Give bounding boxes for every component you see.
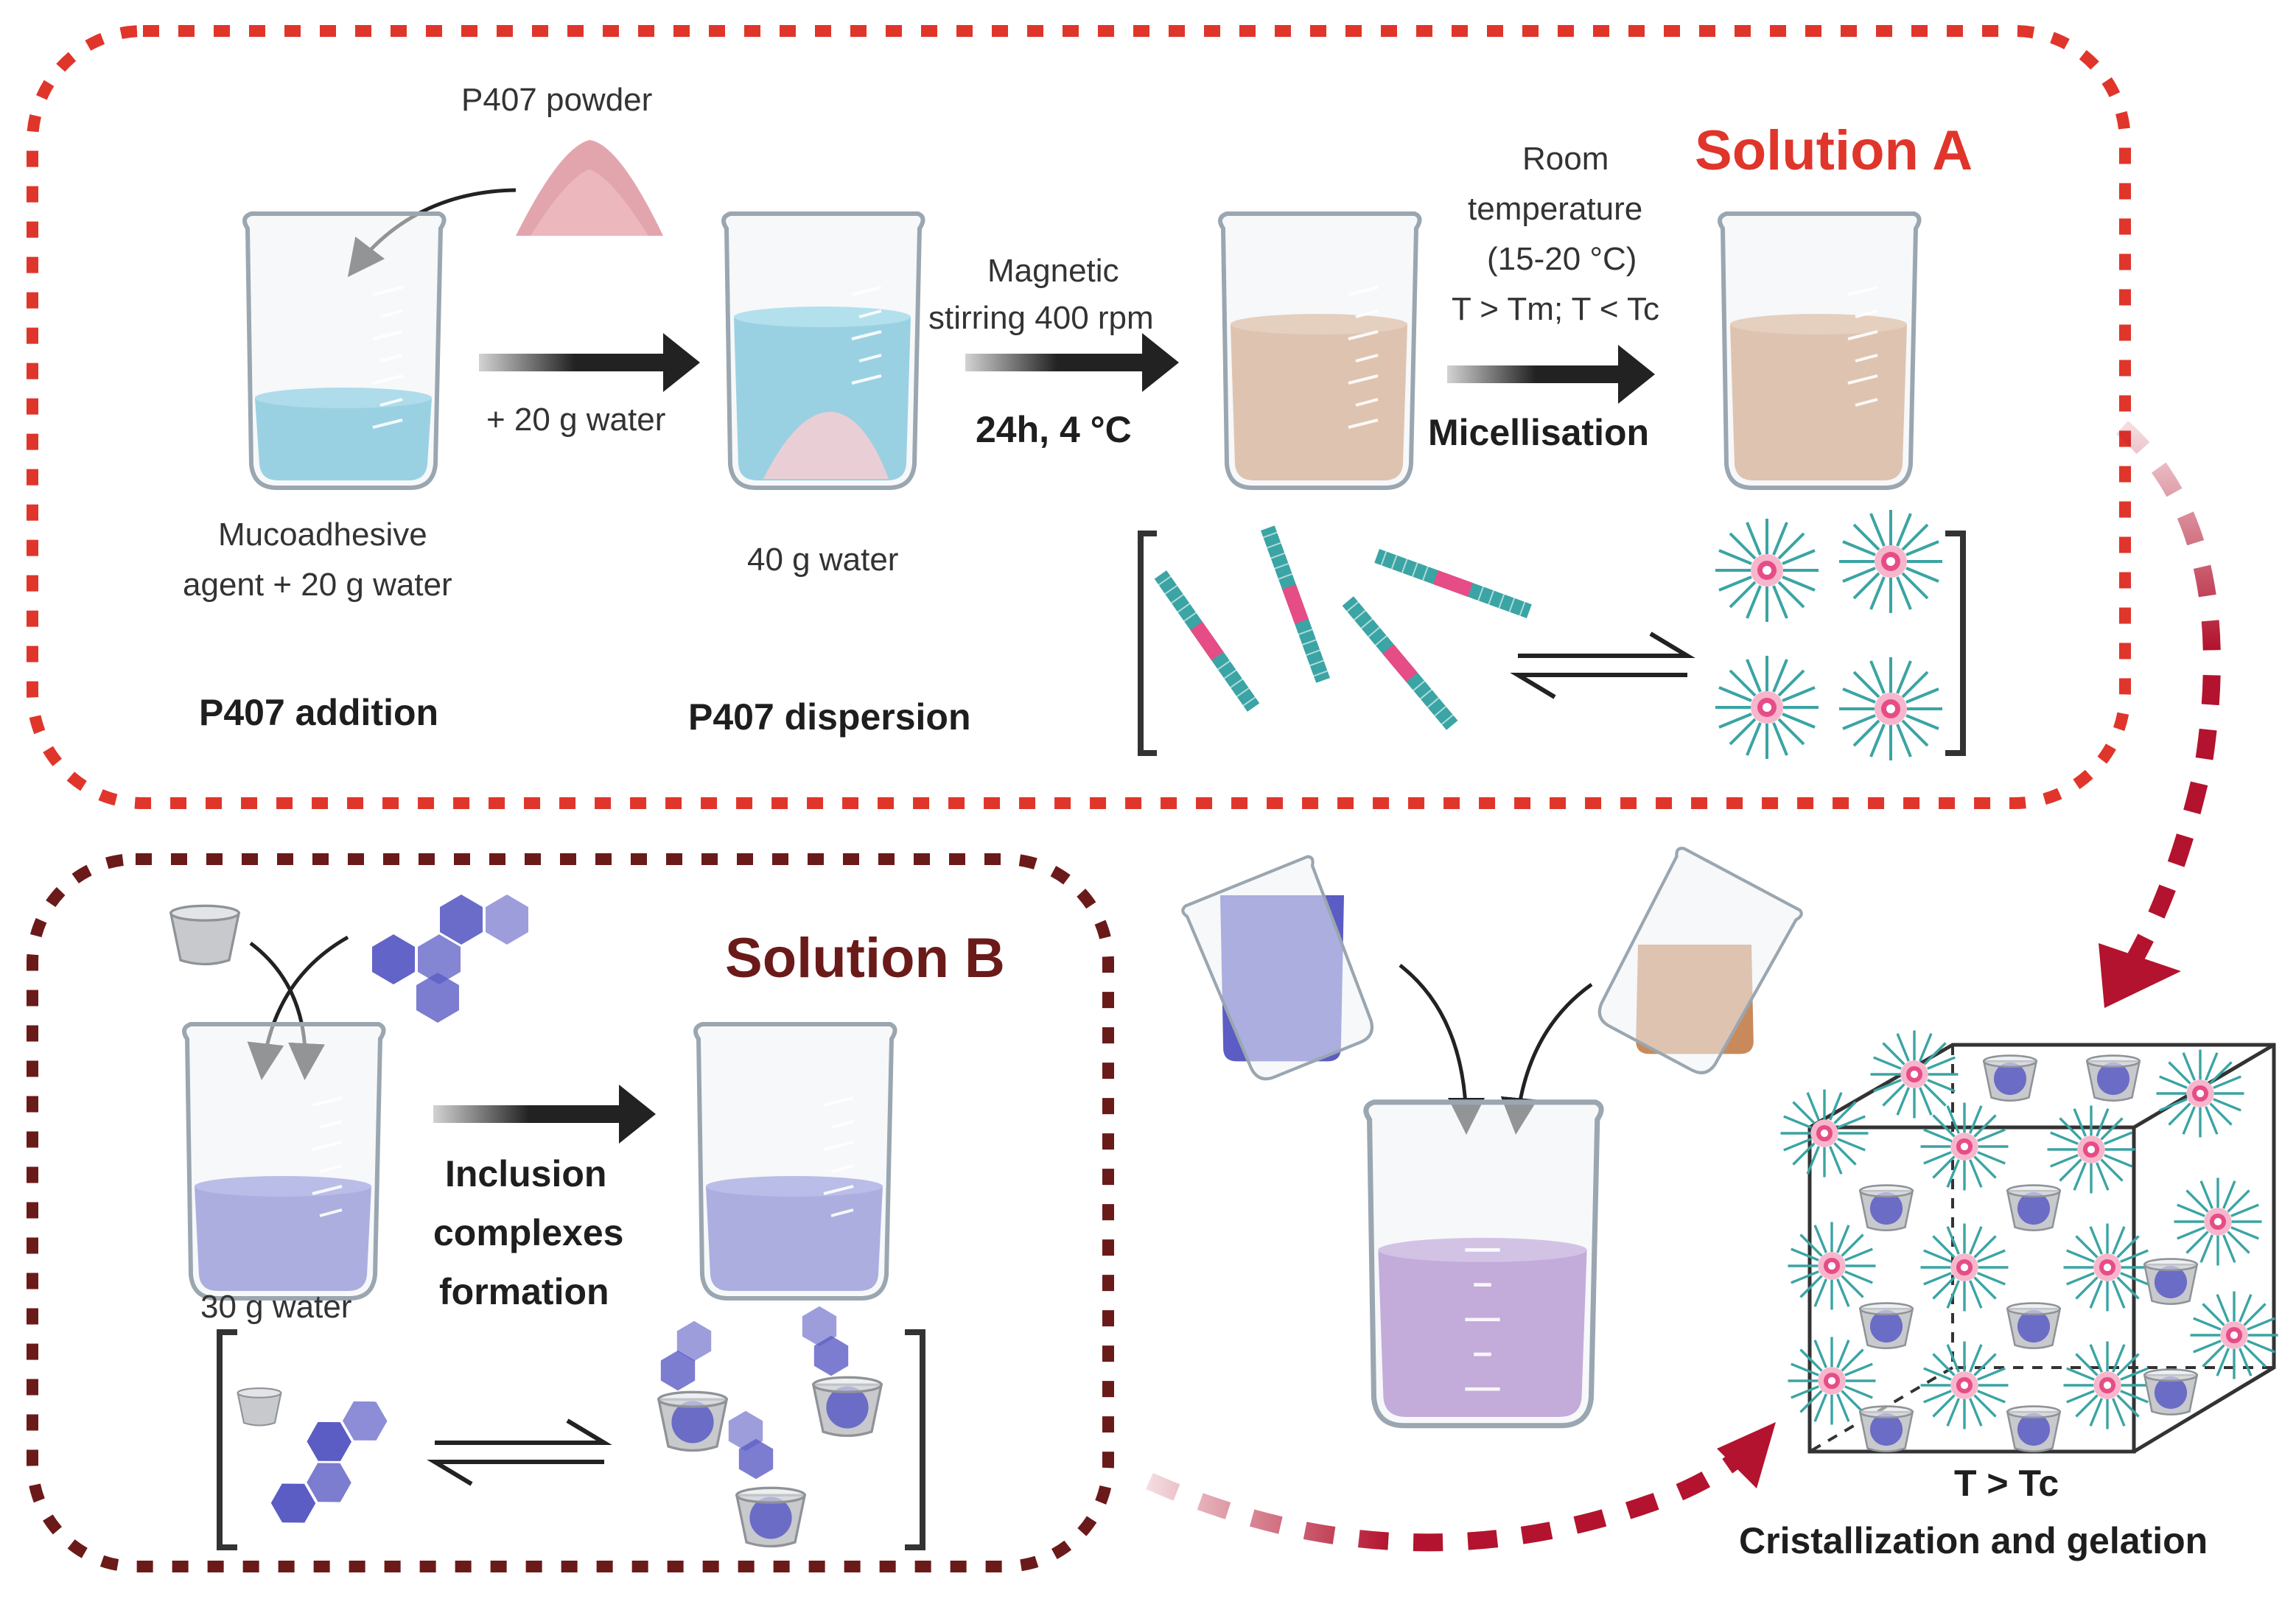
beaker1-label-line2: agent + 20 g water [183, 567, 452, 603]
beaker-40g-water [724, 214, 923, 488]
tilted-beaker-purple [1161, 850, 1401, 1105]
beaker-mixed [1366, 1102, 1601, 1426]
temp-line2: temperature [1468, 191, 1642, 227]
beaker-micelles [1720, 214, 1919, 488]
powder-label: P407 powder [461, 82, 652, 118]
gel-network-cube [1779, 1029, 2280, 1454]
temp-line4: T > Tm; T < Tc [1452, 291, 1659, 327]
beaker-inclusion-complex [696, 1024, 895, 1298]
micellisation-label: Micellisation [1428, 412, 1649, 453]
drug-molecule-icon [372, 895, 528, 1023]
beaker1-label-line1: Mucoadhesive [218, 517, 427, 553]
arrow-micellisation [1447, 345, 1655, 404]
stir-line1: Magnetic [987, 253, 1119, 289]
flow-arrowhead-b [1717, 1422, 1776, 1488]
inclusion-line1: Inclusion [445, 1153, 606, 1194]
step2-label: P407 dispersion [688, 696, 971, 738]
arrow1-label: + 20 g water [486, 402, 665, 438]
p407-powder-pile [516, 140, 663, 236]
inclusion-equilibrium [217, 1306, 925, 1550]
beaker-mucoadhesive [245, 214, 444, 488]
temp-line1: Room [1522, 141, 1609, 177]
stir-line2: stirring 400 rpm [928, 300, 1154, 336]
stir-line3: 24h, 4 °C [976, 409, 1132, 450]
flow-arrow-solution-a [2114, 420, 2221, 985]
arrow-inclusion [433, 1085, 656, 1144]
temp-line3: (15-20 °C) [1487, 241, 1637, 277]
inclusion-line3: formation [439, 1271, 609, 1312]
solution-a-title: Solution A [1695, 119, 1973, 182]
unimer-micelle-equilibrium [1138, 508, 1966, 762]
tilted-beaker-orange [1584, 847, 1824, 1103]
inclusion-line2: complexes [433, 1212, 623, 1253]
beaker-p407-solution [1220, 214, 1420, 488]
arrow-add-water [479, 333, 700, 392]
solution-b-beaker-label: 30 g water [200, 1289, 351, 1325]
solution-b-title: Solution B [725, 927, 1005, 990]
step1-label: P407 addition [199, 692, 438, 733]
result-line2: Cristallization and gelation [1739, 1520, 2208, 1561]
flow-arrowhead-a [2099, 943, 2181, 1008]
beaker2-label: 40 g water [747, 542, 898, 578]
solution-b-frame [27, 853, 1114, 1572]
flow-arrow-solution-b [1146, 1438, 1760, 1552]
arrow-stirring [965, 333, 1179, 392]
solution-a-frame [27, 25, 2131, 809]
cyclodextrin-icon [169, 904, 240, 966]
beaker-30g-water [184, 1024, 384, 1298]
result-line1: T > Tc [1954, 1463, 2059, 1504]
